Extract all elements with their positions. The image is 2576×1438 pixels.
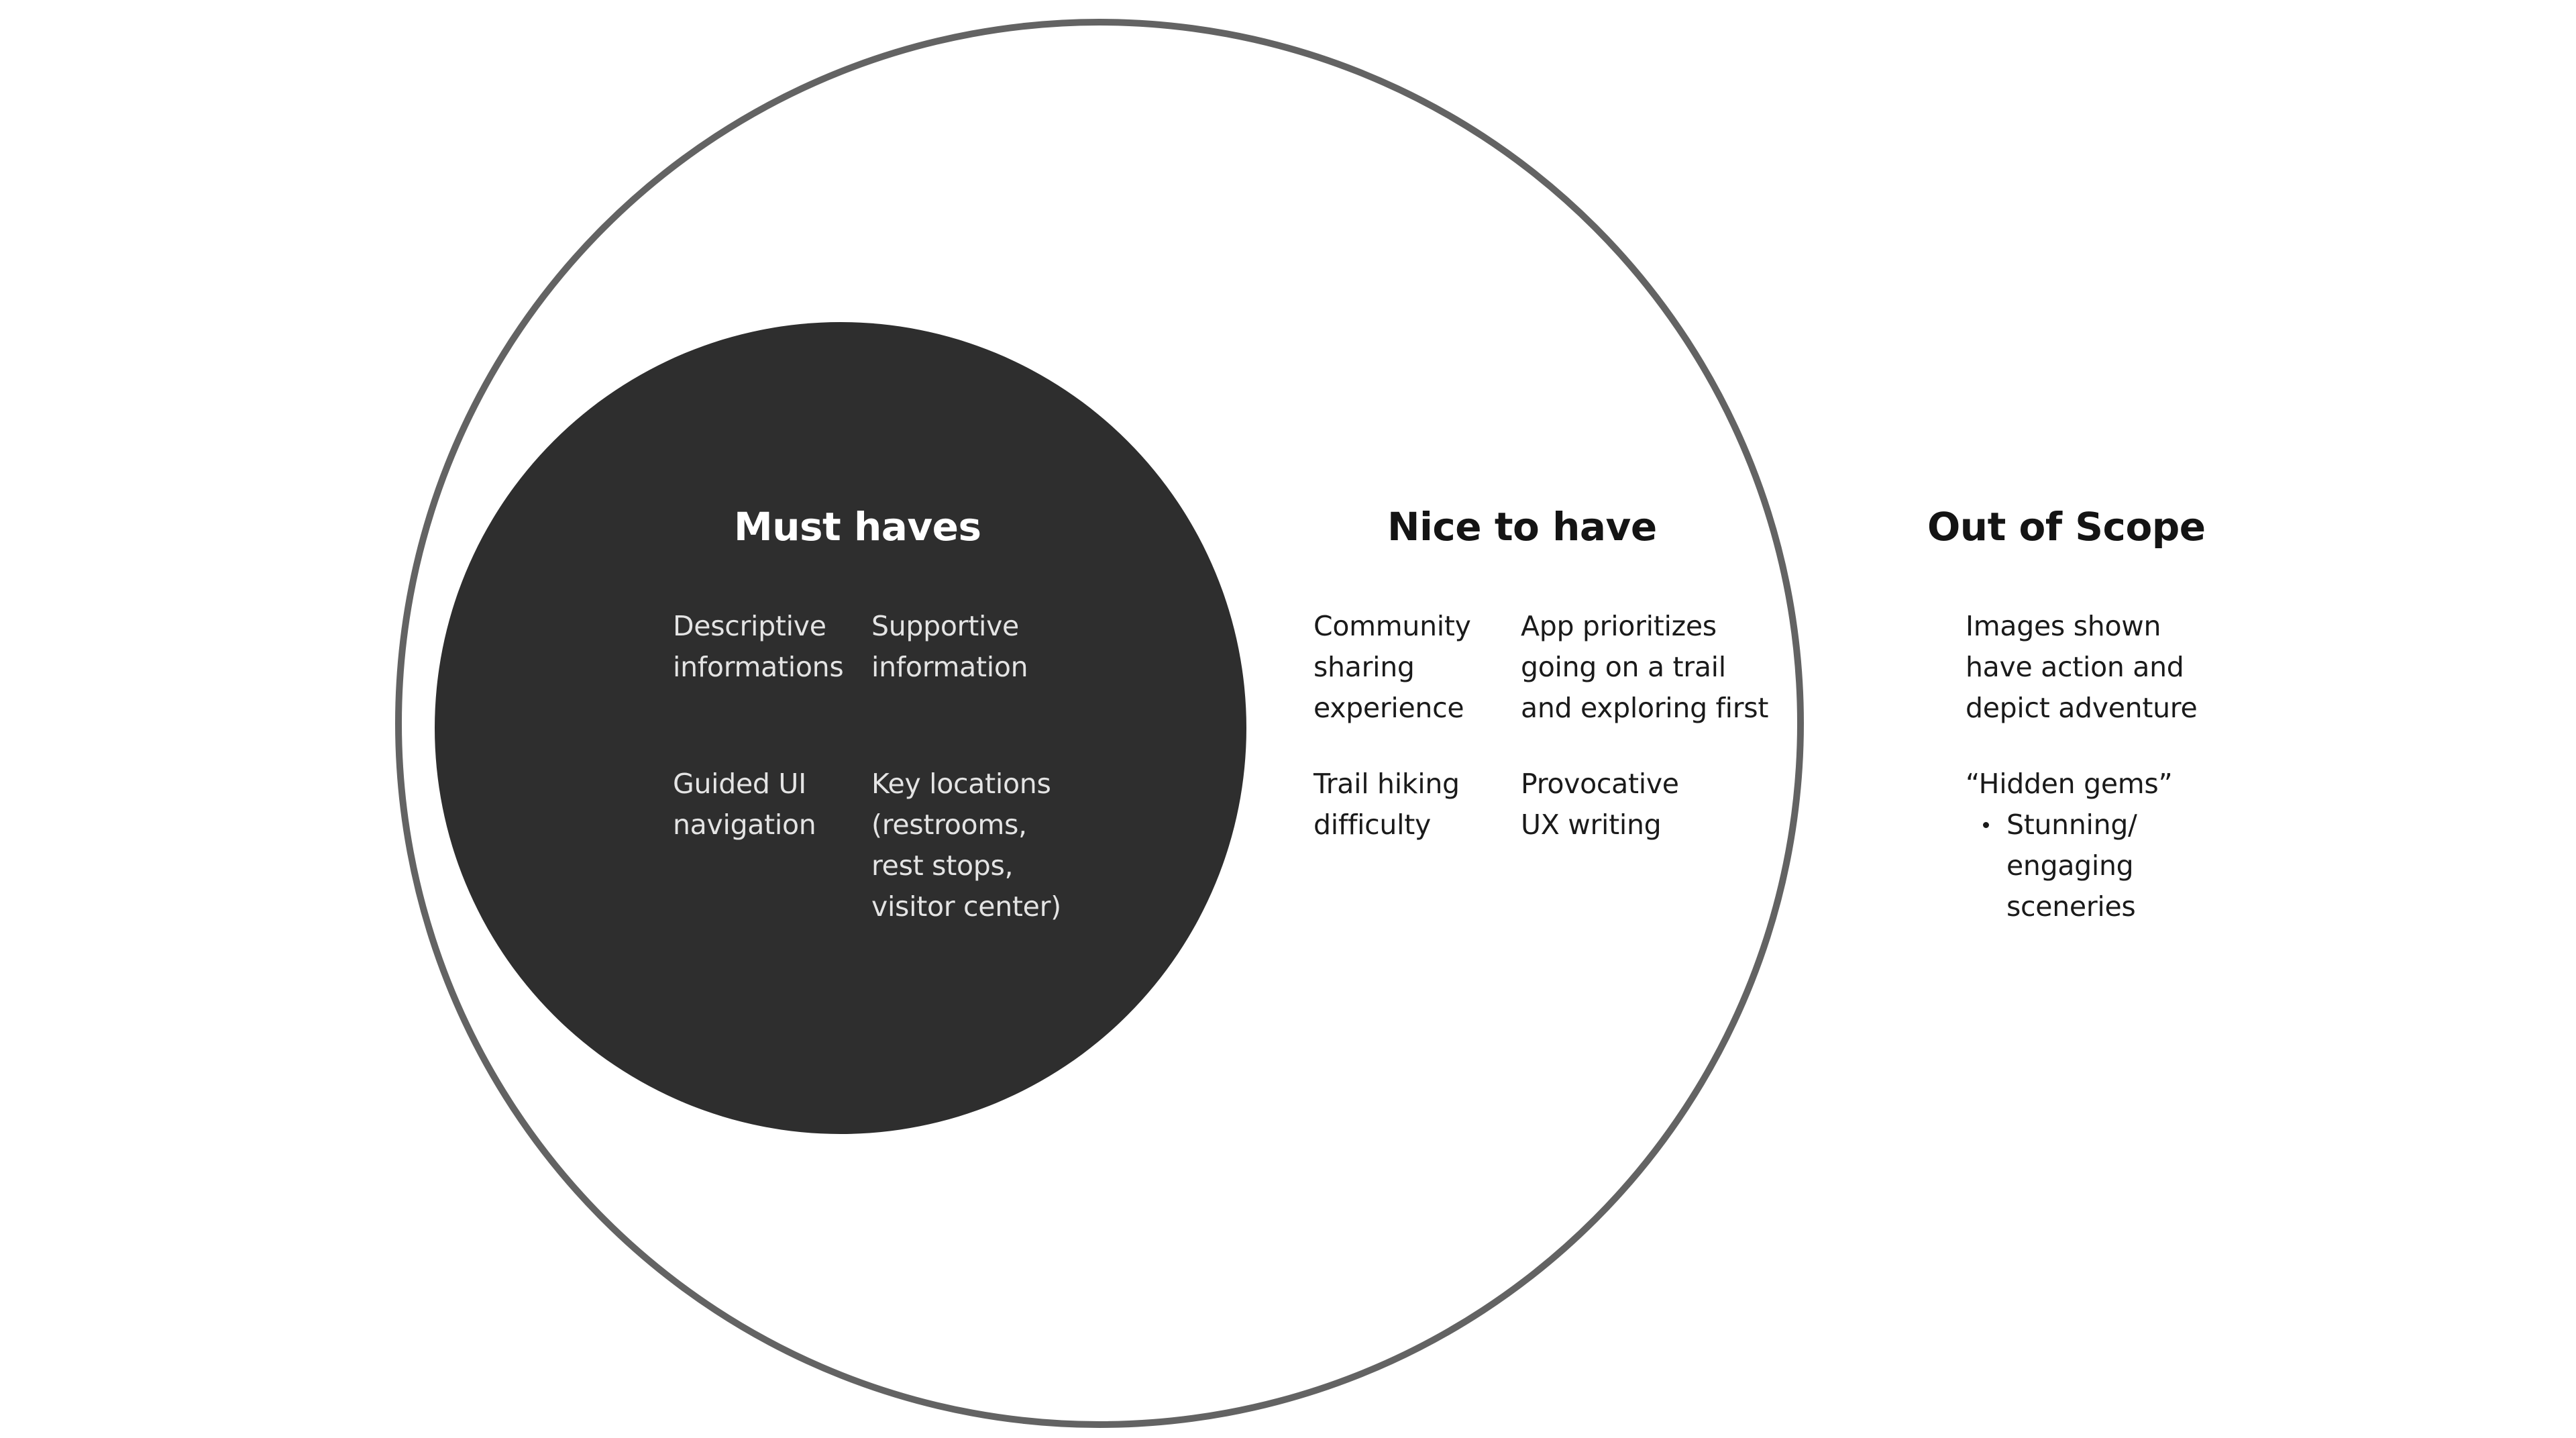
out-of-scope-item: “Hidden gems” xyxy=(1966,768,2173,800)
nice-to-have-item: Community sharing experience xyxy=(1313,610,1471,724)
must-have-item: Guided UI navigation xyxy=(673,768,816,841)
bullet-icon xyxy=(1983,822,1989,828)
must-have-item: Supportive information xyxy=(871,610,1028,683)
nice-to-have-item: Provocative UX writing xyxy=(1521,768,1679,841)
must-have-item: Descriptive informations xyxy=(673,610,844,683)
nice-to-have-title: Nice to have xyxy=(1387,504,1657,550)
nice-to-have-circle xyxy=(395,19,1804,1428)
nice-to-have-item: Trail hiking difficulty xyxy=(1313,768,1460,841)
must-haves-circle xyxy=(435,322,1246,1134)
nice-to-have-item: App prioritizes going on a trail and exp… xyxy=(1521,610,1769,724)
must-haves-title: Must haves xyxy=(734,504,981,550)
out-of-scope-title: Out of Scope xyxy=(1927,504,2206,550)
out-of-scope-item: Images shown have action and depict adve… xyxy=(1966,610,2198,724)
out-of-scope-sub-item: Stunning/ engaging sceneries xyxy=(2006,809,2137,923)
must-have-item: Key locations (restrooms, rest stops, vi… xyxy=(871,768,1061,923)
